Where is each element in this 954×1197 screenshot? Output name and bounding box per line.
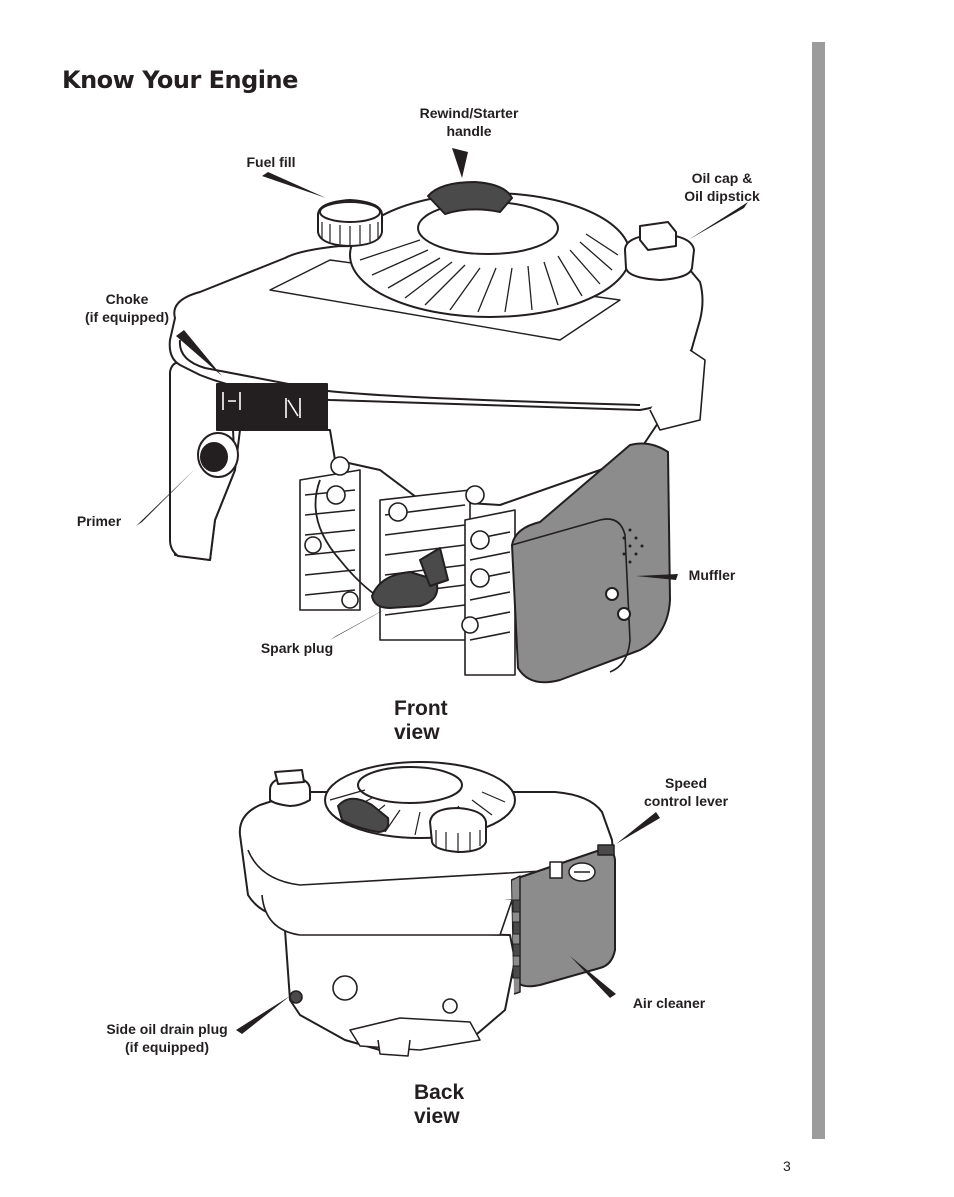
label-side-oil-drain-plug: Side oil drain plug (if equipped): [106, 1021, 228, 1055]
back-view-engine: [238, 761, 616, 1057]
pointer-oil-cap: [688, 202, 748, 240]
label-choke: Choke (if equipped): [85, 291, 169, 325]
page-number: 3: [783, 1158, 791, 1174]
page-side-bar: [812, 42, 825, 1139]
pointer-air-cleaner: [570, 956, 616, 998]
pointer-speed-control: [616, 812, 660, 844]
pointer-muffler: [636, 574, 678, 580]
label-speed-control-lever: Speed control lever: [643, 775, 729, 809]
label-fuel-fill: Fuel fill: [246, 154, 296, 170]
pointer-rewind: [452, 148, 468, 178]
label-air-cleaner: Air cleaner: [632, 995, 706, 1011]
back-view-label: Back view: [414, 1081, 465, 1128]
pointer-spark-plug: [330, 602, 398, 640]
pointer-choke: [176, 330, 222, 376]
pointer-primer: [136, 468, 196, 526]
label-oil-cap-dipstick: Oil cap & Oil dipstick: [684, 170, 760, 204]
label-primer: Primer: [76, 513, 122, 529]
label-muffler: Muffler: [688, 567, 736, 583]
pointer-oil-drain: [236, 996, 290, 1034]
label-rewind-starter-handle: Rewind/Starter handle: [419, 105, 519, 139]
front-view-engine: [168, 181, 706, 684]
label-spark-plug: Spark plug: [260, 640, 334, 656]
pointer-fuel-fill: [262, 172, 326, 198]
page-title: Know Your Engine: [62, 66, 298, 94]
front-view-label: Front view: [394, 697, 448, 744]
